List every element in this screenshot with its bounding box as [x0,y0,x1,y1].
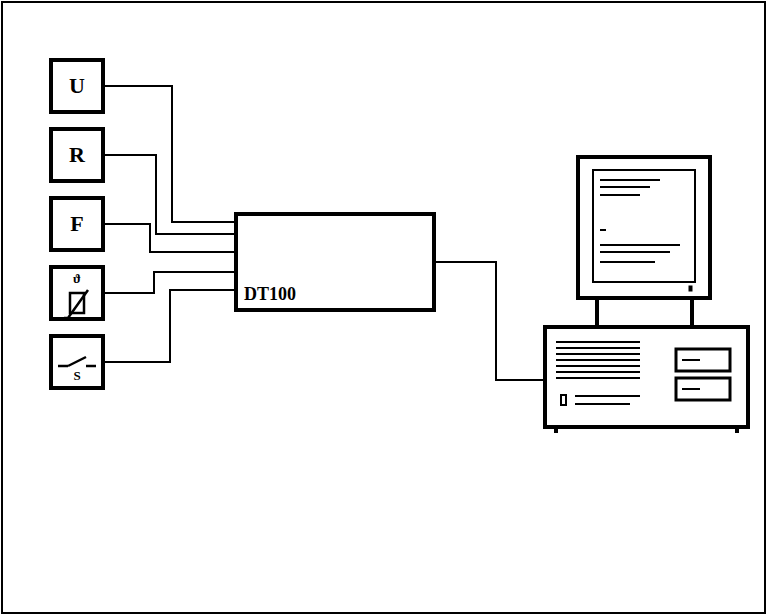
resistance-box: R [49,127,105,183]
node-label: DT100 [244,285,296,305]
node-label: S [73,369,80,383]
logger-box: DT100 [234,212,436,312]
thermistor-symbol [64,290,88,318]
switch-symbol [58,357,96,366]
signal-wire [105,290,234,362]
computer-wire [436,262,545,380]
frequency-box: F [49,196,105,252]
thermistor-box: ϑ [49,265,105,321]
signal-wire [105,155,234,234]
node-label: R [69,143,85,167]
switch-box: S [49,334,105,390]
node-label: F [70,212,83,236]
voltage-box: U [49,58,105,114]
signal-wire [105,224,234,252]
node-label: ϑ [73,272,81,286]
node-label: U [69,74,85,98]
computer [545,157,748,433]
